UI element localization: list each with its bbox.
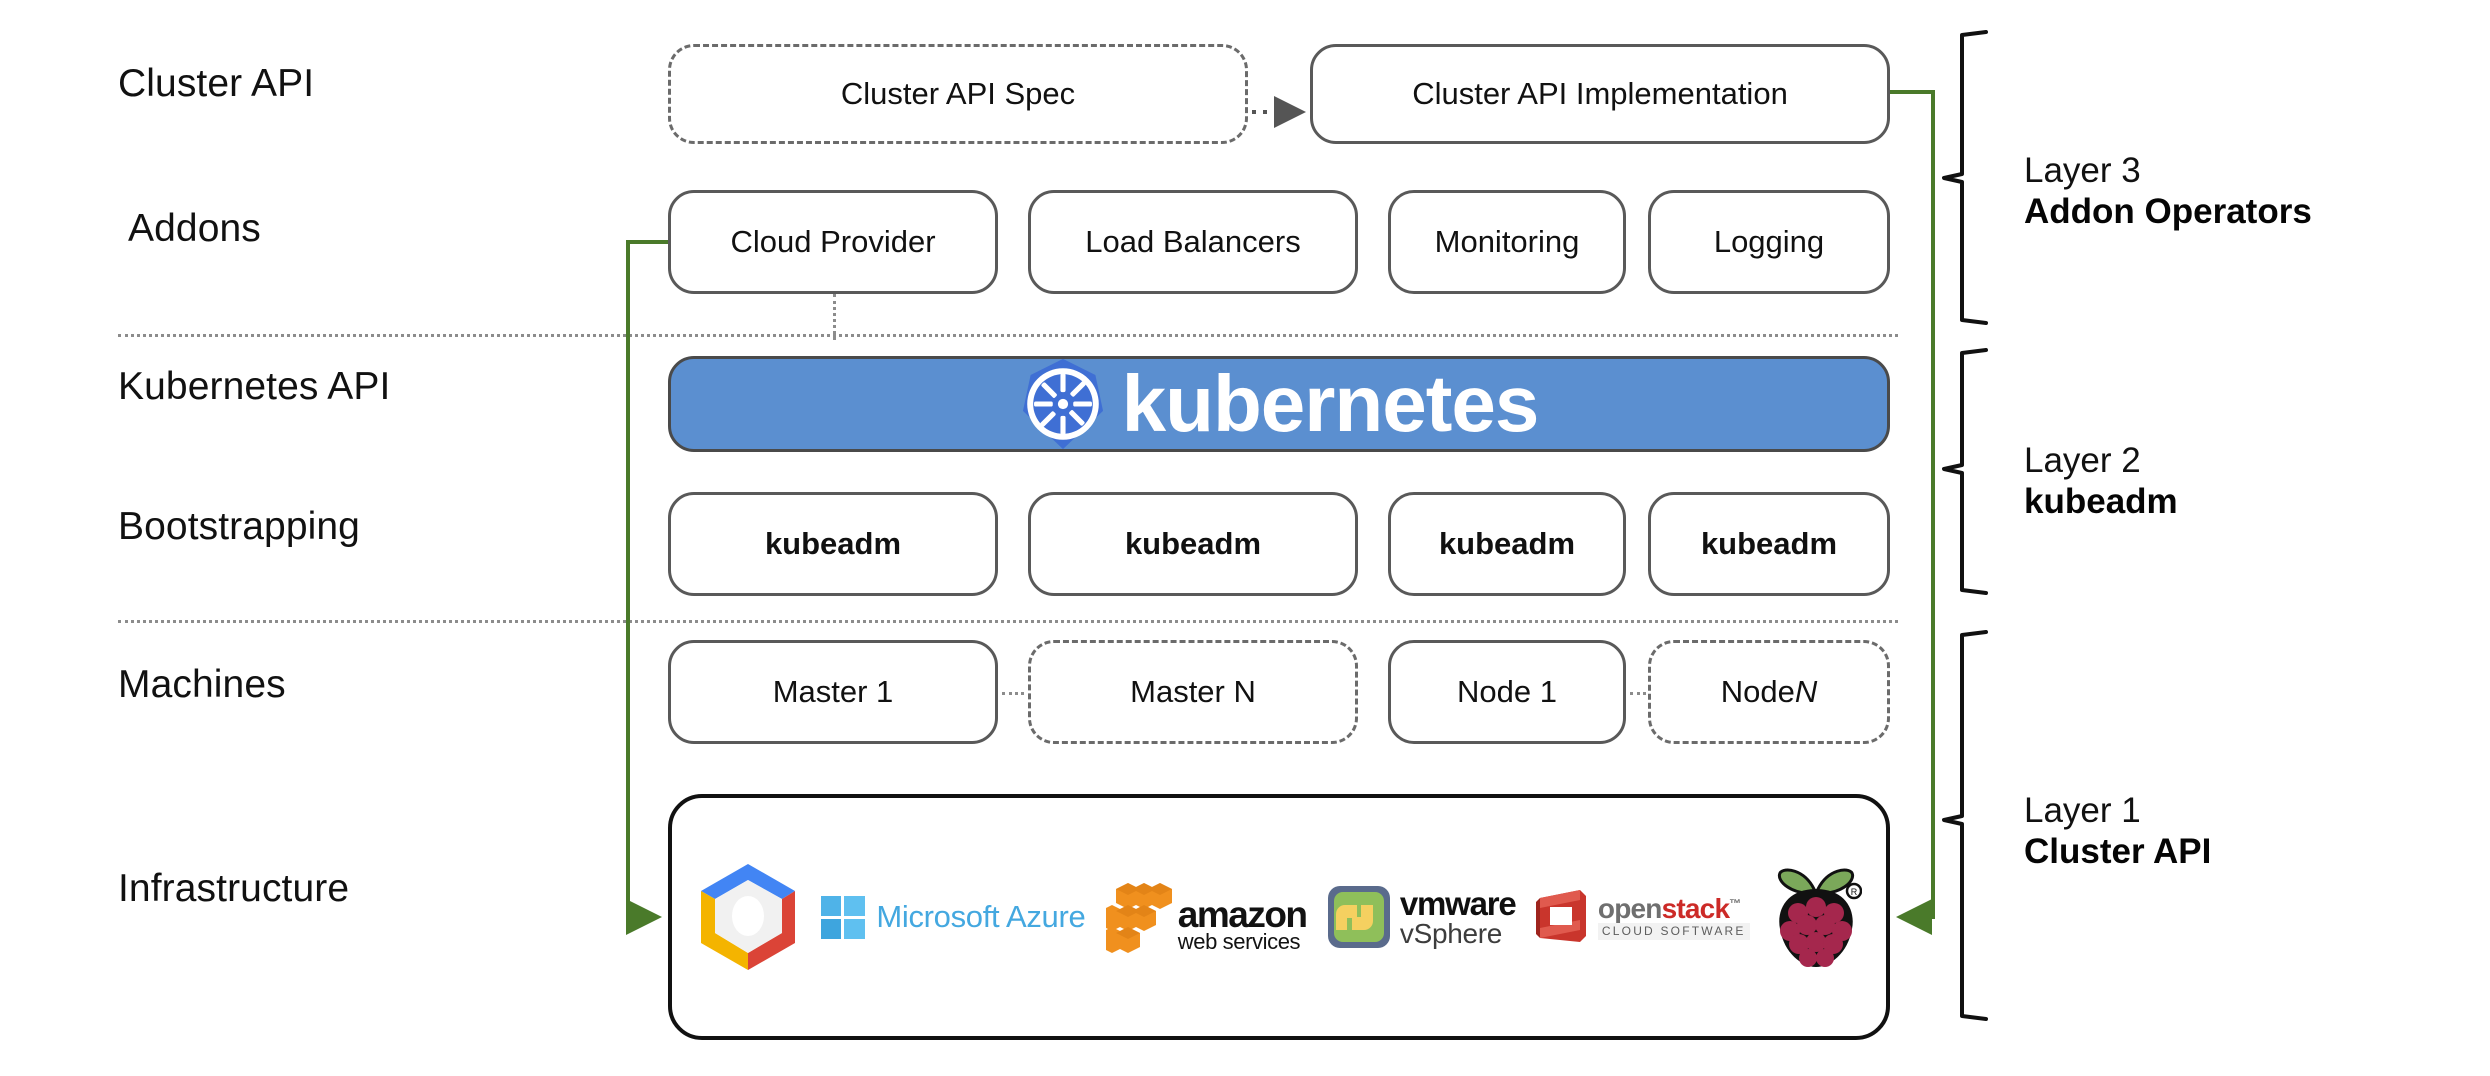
- layer-label-3: Layer 3 Addon Operators: [2024, 150, 2312, 233]
- box-machine-master-1[interactable]: Master 1: [668, 640, 998, 744]
- box-kubeadm-4[interactable]: kubeadm: [1648, 492, 1890, 596]
- box-cluster-api-spec[interactable]: Cluster API Spec: [668, 44, 1248, 144]
- box-machine-node-n[interactable]: Node N: [1648, 640, 1890, 744]
- gcp-hexagon-icon: [701, 864, 795, 970]
- separator-layer3-layer2: [118, 334, 1898, 337]
- svg-text:R: R: [1851, 887, 1858, 897]
- box-cluster-api-implementation[interactable]: Cluster API Implementation: [1310, 44, 1890, 144]
- layer-1-subtitle: Cluster API: [2024, 832, 2212, 872]
- vmware-wordmark: vmware: [1399, 884, 1517, 922]
- connector-master1-masterN: [1002, 692, 1024, 695]
- box-machine-node-1[interactable]: Node 1: [1388, 640, 1626, 744]
- bracket-layer-2: [1942, 348, 1988, 595]
- kubernetes-helm-icon: [1022, 358, 1103, 450]
- row-label-cluster-api: Cluster API: [118, 62, 315, 105]
- connector-implementation-to-infrastructure: [1890, 90, 1935, 935]
- row-label-bootstrapping: Bootstrapping: [118, 505, 360, 548]
- openstack-block-icon: [1535, 890, 1586, 942]
- row-label-machines: Machines: [118, 663, 286, 706]
- box-machine-master-n[interactable]: Master N: [1028, 640, 1358, 744]
- openstack-stack-wordmark: stack: [1661, 893, 1730, 924]
- layer-2-subtitle: kubeadm: [2024, 482, 2178, 522]
- web-services-wordmark: web services: [1177, 929, 1301, 955]
- box-machine-node-n-prefix: Node: [1720, 674, 1795, 709]
- layer-3-subtitle: Addon Operators: [2024, 192, 2312, 232]
- connector-cloud-provider-to-infrastructure: [626, 240, 668, 935]
- vsphere-tile-icon: [1327, 886, 1390, 948]
- bracket-layer-3: [1942, 30, 1988, 325]
- kubernetes-wordmark: kubernetes: [1121, 359, 1540, 448]
- microsoft-azure-wordmark: Microsoft Azure: [876, 899, 1086, 934]
- amazon-wordmark: amazon: [1177, 893, 1308, 935]
- box-machine-node-n-suffix: N: [1794, 674, 1818, 709]
- row-label-kubernetes-api: Kubernetes API: [118, 365, 391, 408]
- box-addon-load-balancers[interactable]: Load Balancers: [1028, 190, 1358, 294]
- box-addon-monitoring[interactable]: Monitoring: [1388, 190, 1626, 294]
- box-kubeadm-2[interactable]: kubeadm: [1028, 492, 1358, 596]
- amazon-web-services-logo: amazon web services: [1105, 881, 1308, 955]
- openstack-open-wordmark: open: [1597, 893, 1662, 924]
- connector-cloud-provider-to-kubernetes: [833, 294, 836, 340]
- trademark-icon: ™: [1729, 896, 1741, 911]
- microsoft-azure-logo: Microsoft Azure: [820, 894, 1086, 940]
- row-label-infrastructure: Infrastructure: [118, 867, 350, 910]
- box-addon-logging[interactable]: Logging: [1648, 190, 1890, 294]
- google-cloud-platform-logo: [696, 861, 800, 973]
- row-label-addons: Addons: [128, 207, 261, 250]
- layer-label-2: Layer 2 kubeadm: [2024, 440, 2178, 523]
- kubernetes-banner: kubernetes: [668, 356, 1890, 452]
- layer-1-title: Layer 1: [2024, 791, 2141, 830]
- infrastructure-container: Microsoft Azure: [668, 794, 1890, 1040]
- openstack-logo: openstack™ CLOUD SOFTWARE: [1535, 888, 1750, 946]
- box-kubeadm-1[interactable]: kubeadm: [668, 492, 998, 596]
- microsoft-windows-icon: [821, 896, 866, 939]
- layer-2-title: Layer 2: [2024, 441, 2141, 480]
- vsphere-wordmark: vSphere: [1399, 917, 1503, 949]
- raspberry-pi-icon: R: [1777, 868, 1862, 967]
- separator-layer2-layer1: [118, 620, 1898, 623]
- connector-node1-nodeN: [1630, 692, 1646, 695]
- raspberry-pi-logo: R: [1770, 863, 1862, 971]
- layer-3-title: Layer 3: [2024, 151, 2141, 190]
- aws-cubes-icon: [1105, 883, 1172, 953]
- vmware-vsphere-logo: vmware vSphere: [1327, 884, 1517, 949]
- box-addon-cloud-provider[interactable]: Cloud Provider: [668, 190, 998, 294]
- box-kubeadm-3[interactable]: kubeadm: [1388, 492, 1626, 596]
- bracket-layer-1: [1942, 630, 1988, 1021]
- layer-label-1: Layer 1 Cluster API: [2024, 790, 2211, 873]
- openstack-tagline: CLOUD SOFTWARE: [1597, 923, 1750, 940]
